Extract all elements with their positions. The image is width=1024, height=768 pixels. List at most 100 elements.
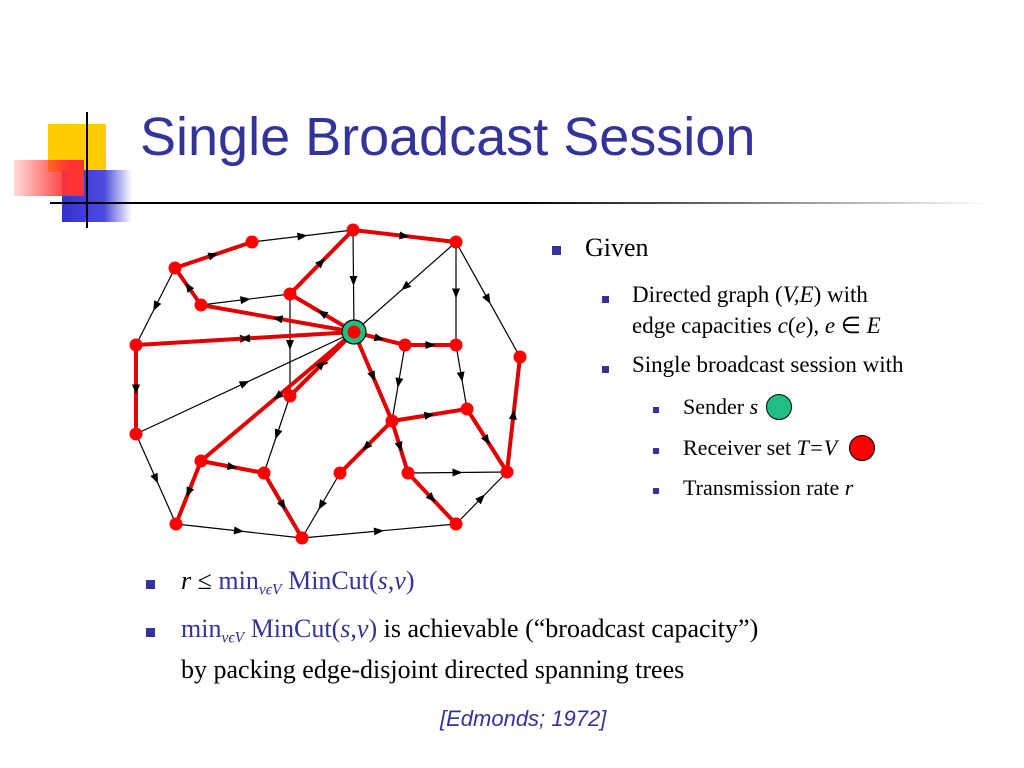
edge-arrow	[399, 231, 410, 240]
slide-title: Single Broadcast Session	[140, 107, 756, 167]
bullet-marker	[602, 296, 609, 303]
deco-horizontal-line	[50, 202, 990, 204]
bullet-marker	[146, 628, 155, 637]
edge-arrow	[452, 468, 463, 477]
bullet-single-session: Single broadcast session with	[632, 352, 904, 378]
bullet-marker	[602, 366, 609, 373]
graph-node	[283, 389, 297, 403]
citation: [Edmonds; 1972]	[440, 706, 607, 731]
edge-arrow	[315, 258, 326, 269]
edge-arrow	[240, 296, 251, 305]
given-text: Given	[585, 233, 649, 262]
edge-arrow	[373, 527, 384, 536]
edge-arrow	[425, 341, 436, 349]
edge-arrow	[318, 499, 327, 510]
graph-node	[385, 414, 399, 428]
edge-arrow	[226, 462, 238, 470]
bullet-marker	[653, 407, 659, 413]
edge-arrow	[349, 275, 358, 286]
cap-c: c	[777, 313, 788, 338]
edge-arrow	[274, 428, 283, 440]
bullet-edge-capacities: edge capacities c(e), e ∈ E	[632, 313, 881, 339]
graph-node	[347, 325, 361, 339]
min-text: min	[218, 566, 259, 595]
capacities-text: edge capacities	[632, 313, 772, 338]
bullet-directed-graph: Directed graph (V,E) with	[632, 282, 868, 308]
graph-node	[449, 517, 463, 531]
edge-arrow	[315, 360, 326, 371]
graph-node	[333, 466, 347, 480]
min-text: min	[181, 614, 222, 643]
graph-node	[194, 298, 208, 312]
edge-arrow	[286, 340, 294, 350]
bullet-marker	[146, 580, 155, 589]
mincut-v: v	[356, 614, 369, 643]
edge-arrow	[150, 472, 159, 484]
edge-arrow	[362, 440, 373, 451]
receiver-dot	[849, 435, 876, 461]
bullet-rate: Transmission rate r	[683, 475, 853, 500]
edge-arrow	[475, 494, 486, 505]
edge-arrow	[394, 441, 403, 452]
edge-arrow	[317, 310, 329, 319]
receiver-var: T=V	[796, 435, 838, 460]
mincut-v: v	[394, 566, 406, 595]
bullet-achievable: minvϵV MinCut(s,v) is achievable (“broad…	[181, 614, 758, 647]
edge-arrow	[185, 282, 195, 293]
edge-arrow	[153, 300, 162, 311]
graph-node	[245, 235, 259, 249]
edge-arrow	[272, 315, 284, 324]
edge-arrow	[401, 280, 412, 291]
sender-dot	[766, 394, 793, 420]
edge-arrow	[480, 434, 490, 445]
mincut-s: s	[340, 614, 351, 643]
bullet-achievable-line2: by packing edge-disjoint directed spanni…	[181, 655, 684, 685]
edge-arrow	[277, 499, 286, 510]
edge-arrow	[508, 409, 517, 420]
cap-in: ∈	[835, 313, 867, 338]
edge-arrow	[273, 390, 284, 400]
bullet-marker	[653, 488, 659, 494]
edge-arrow	[297, 232, 308, 241]
edge-arrow	[240, 334, 251, 343]
mincut-text: MinCut(	[281, 566, 378, 595]
graph-node	[500, 465, 514, 479]
edge-arrow	[452, 288, 460, 299]
deco-vertical-line	[86, 112, 88, 228]
cap-rp: ),	[805, 313, 820, 338]
cap-E: E	[866, 313, 881, 338]
bullet-marker	[653, 448, 659, 454]
sender-var: s	[749, 394, 759, 419]
edge-arrow	[456, 371, 465, 382]
le-symbol: ≤	[191, 566, 219, 595]
edge-arrow	[233, 526, 244, 535]
graph-ve: V,E	[782, 282, 814, 307]
graph-node	[169, 517, 183, 531]
bullet-sender: Sender s	[683, 394, 793, 420]
edge-arrow	[367, 370, 375, 382]
packing-text: by packing edge-disjoint directed spanni…	[181, 655, 685, 684]
mincut-s: s	[377, 566, 388, 595]
deco-red-block	[14, 160, 84, 196]
cap-lp: (	[787, 313, 796, 338]
rate-text: Transmission rate	[683, 475, 845, 500]
bullet-rate-bound: r ≤ minvϵV MinCut(s,v)	[181, 566, 415, 599]
mincut-close: )	[405, 566, 415, 595]
graph-node	[513, 350, 527, 364]
graph-text: Directed graph (	[632, 282, 783, 307]
achievable-text: is achievable (“broadcast capacity”)	[377, 614, 759, 643]
graph-node	[283, 287, 297, 301]
cap-e2: e	[824, 313, 836, 338]
mincut-comma: ,	[387, 566, 395, 595]
graph-node	[398, 338, 412, 352]
bullet-receiver: Receiver set T=V	[683, 435, 876, 461]
graph-text-post: ) with	[813, 282, 868, 307]
mincut-comma: ,	[350, 614, 357, 643]
sender-text: Sender	[683, 394, 750, 419]
edge-arrow	[425, 492, 436, 503]
edge-arrow	[423, 411, 435, 420]
min-subscript: vϵV	[258, 581, 282, 599]
mincut-close: )	[368, 614, 378, 643]
bullet-marker	[552, 246, 561, 255]
graph-node	[460, 402, 474, 416]
